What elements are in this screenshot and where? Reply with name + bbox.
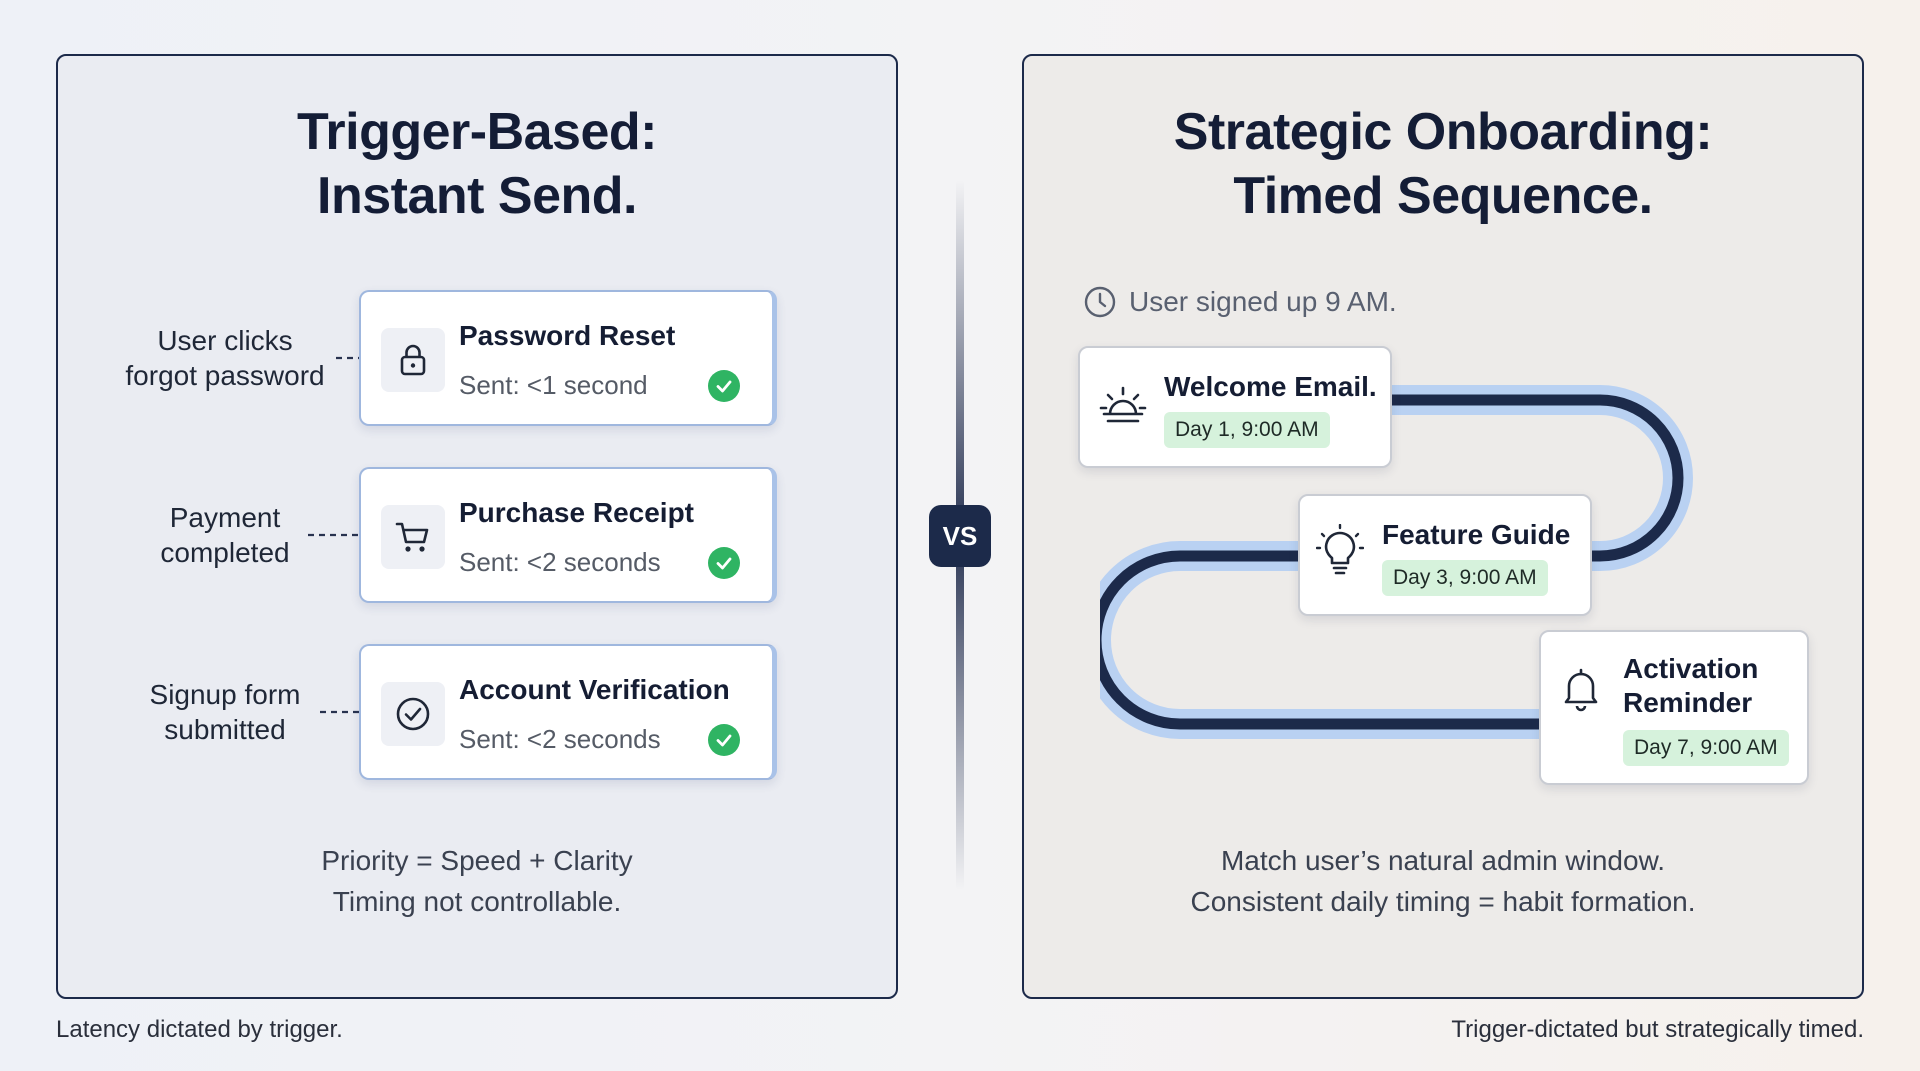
sequence-step-feature-guide[interactable]: Feature Guide Day 3, 9:00 AM (1298, 494, 1592, 616)
step-title: Activation Reminder (1623, 653, 1759, 718)
left-panel-caption: Priority = Speed + Clarity Timing not co… (321, 845, 633, 917)
email-title: Purchase Receipt (459, 497, 694, 528)
check-icon (708, 724, 740, 756)
step-title: Welcome Email. (1164, 371, 1377, 402)
check-icon (708, 370, 740, 402)
cart-icon (381, 505, 445, 569)
sent-latency: Sent: <1 second (459, 370, 648, 400)
step-title: Feature Guide (1382, 519, 1571, 550)
step-time-badge: Day 1, 9:00 AM (1164, 412, 1330, 448)
sequence-track (1100, 385, 1693, 739)
step-time-badge: Day 3, 9:00 AM (1382, 560, 1548, 596)
sequence-step-welcome-email[interactable]: Welcome Email. Day 1, 9:00 AM (1078, 346, 1392, 468)
lightbulb-icon (1316, 524, 1364, 575)
email-title: Password Reset (459, 320, 676, 351)
vs-badge: VS (929, 505, 991, 567)
email-card-password-reset[interactable]: Password Reset Sent: <1 second (359, 290, 777, 426)
check-circle-icon (381, 682, 445, 746)
check-icon (708, 547, 740, 579)
lock-icon (381, 328, 445, 392)
signup-text: User signed up 9 AM. (1129, 286, 1397, 317)
email-card-account-verification[interactable]: Account Verification Sent: <2 seconds (359, 644, 777, 780)
step-time-badge: Day 7, 9:00 AM (1623, 730, 1789, 766)
sent-latency: Sent: <2 seconds (459, 547, 661, 577)
email-card-purchase-receipt[interactable]: Purchase Receipt Sent: <2 seconds (359, 467, 777, 603)
sent-latency: Sent: <2 seconds (459, 724, 661, 754)
signup-time: User signed up 9 AM. (1083, 284, 1397, 320)
sequence-step-activation-reminder[interactable]: Activation Reminder Day 7, 9:00 AM (1539, 630, 1809, 785)
footnote-right: Trigger-dictated but strategically timed… (1451, 1016, 1864, 1043)
email-title: Account Verification (459, 674, 730, 705)
bell-icon (1564, 668, 1598, 712)
right-panel-title: Strategic Onboarding: Timed Sequence. (1173, 103, 1713, 225)
right-panel-caption: Match user’s natural admin window. Consi… (1190, 845, 1696, 917)
footnote-left: Latency dictated by trigger. (56, 1016, 343, 1043)
clock-icon (1084, 286, 1116, 318)
left-panel-title: Trigger-Based: Instant Send. (297, 103, 657, 225)
trigger-label-signup-form: Signup form submitted (149, 679, 301, 745)
sunrise-icon (1099, 386, 1147, 423)
trigger-label-payment-completed: Payment completed (160, 502, 290, 568)
trigger-label-forgot-password: User clicks forgot password (125, 325, 325, 391)
